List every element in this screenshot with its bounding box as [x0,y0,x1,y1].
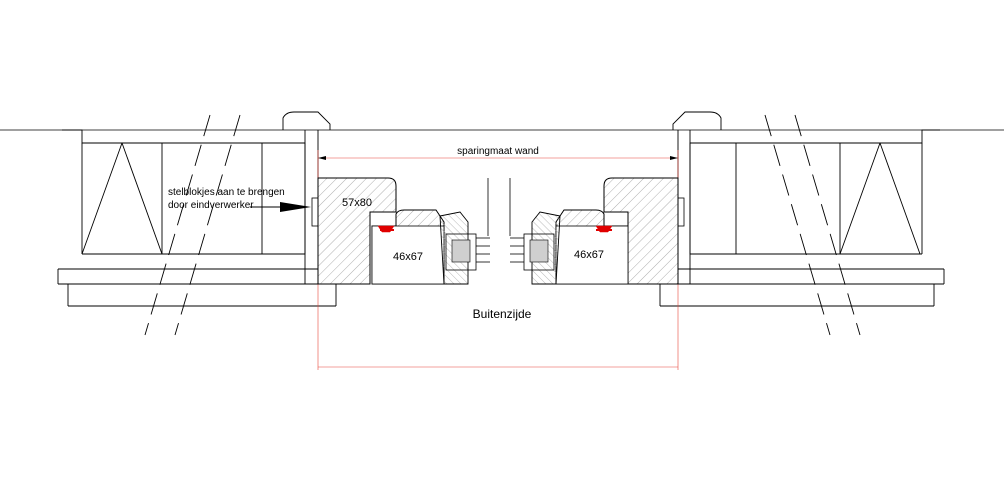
note-leader [250,202,311,212]
note-line-2: door eindverwerker [168,200,254,211]
frame-size-label: 57x80 [342,197,372,209]
left-frame [311,177,490,285]
note-line-1: stelblokjes aan te brengen [168,187,285,198]
dimension-label: sparingmaat wand [457,146,539,157]
sash-right-size-label: 46x67 [574,249,604,261]
right-frame [510,177,685,285]
right-setting-block [677,197,685,227]
right-break-lines [764,114,861,336]
left-break-lines [144,114,241,336]
left-setting-block [311,197,319,227]
right-wall [659,111,945,307]
side-label: Buitenzijde [473,307,532,321]
centre-gap [487,178,511,236]
left-wall [57,111,337,307]
sash-left-size-label: 46x67 [393,251,423,263]
